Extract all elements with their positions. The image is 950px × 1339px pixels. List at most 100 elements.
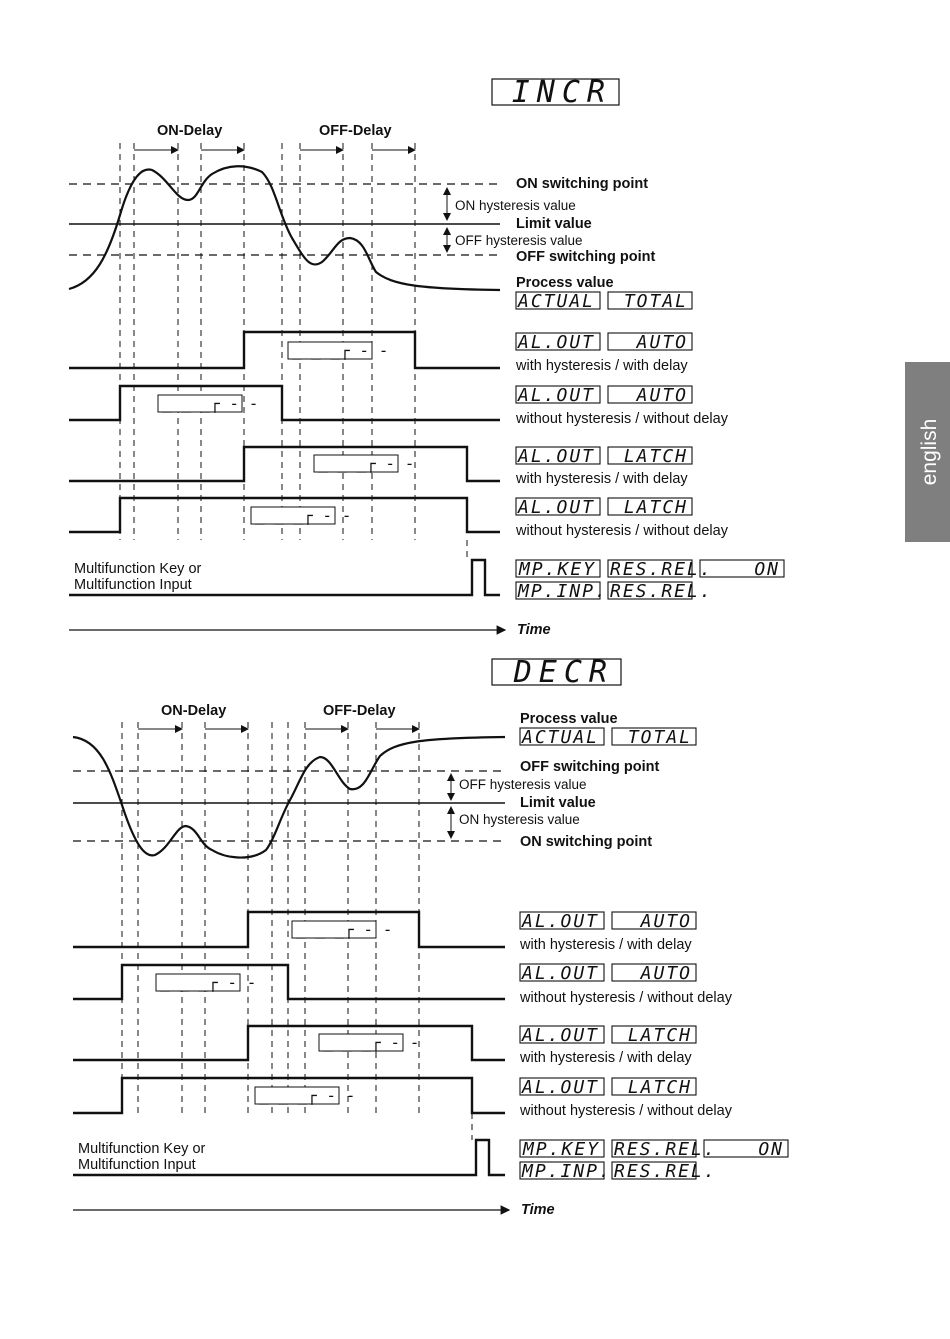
decr-signal-2 [73,963,505,1001]
incr-mf-signal [69,558,500,597]
svg-text:AL.OUT: AL.OUT [521,1077,599,1098]
decr-row-3-caption: with hysteresis / with delay [519,1050,692,1066]
svg-text:AL.OUT: AL.OUT [517,332,595,353]
incr-row-4-caption: without hysteresis / without delay [515,523,729,539]
decr-mode-text: DECR [513,655,614,690]
incr-on-switching-label: ON switching point [516,176,648,192]
incr-row-1-caption: with hysteresis / with delay [515,358,688,374]
incr-row-1-lcd-b: AUTO [607,332,693,353]
decr-mf-lcd-2: RES.REL. [611,1139,717,1160]
decr-delay-box-2: _ _ _┌ - - [155,973,256,992]
svg-text:AL.OUT: AL.OUT [517,497,595,518]
svg-text:ACTUAL: ACTUAL [517,291,595,312]
svg-text:LATCH: LATCH [628,1025,692,1046]
svg-text:AL.OUT: AL.OUT [517,446,595,467]
incr-off-delay-label: OFF-Delay [319,123,392,139]
decr-on-delay-label: ON-Delay [161,703,226,719]
svg-text:AUTO: AUTO [640,911,692,932]
incr-section: INCR ON-Delay OFF-Delay [68,75,785,638]
decr-limit-label: Limit value [520,795,596,811]
svg-text:RES.REL.: RES.REL. [610,559,713,580]
decr-off-delay-label: OFF-Delay [323,703,396,719]
svg-text:AL.OUT: AL.OUT [521,1025,599,1046]
decr-row-1-lcd-a: AL.OUT [519,911,605,932]
incr-time-label: Time [517,622,551,638]
decr-row-2-caption: without hysteresis / without delay [519,990,733,1006]
incr-mf-label-1: Multifunction Key or [74,561,202,577]
svg-text:AL.OUT: AL.OUT [521,963,599,984]
svg-text:_ _ _┌ - -: _ _ _┌ - - [292,341,388,360]
svg-text:AUTO: AUTO [636,332,688,353]
decr-signal-3 [73,1024,505,1062]
incr-mf-lcd-4: MP.INP. [515,581,606,602]
decr-pv-lcd-2: TOTAL [611,727,697,748]
decr-delay-box-1: _ _ _┌ - - [291,920,392,939]
incr-on-hyst-label: ON hysteresis value [455,198,576,213]
incr-on-delay-label: ON-Delay [157,123,222,139]
decr-signal-1 [73,910,505,949]
incr-signal-3 [69,445,500,483]
incr-pv-lcd-1: ACTUAL [515,291,601,312]
incr-delay-box-1: _ _ _┌ - - [287,341,388,360]
decr-delay-box-4: _ _ _┌ - - [254,1086,355,1105]
incr-pv-lcd-2: TOTAL [607,291,693,312]
incr-row-3-lcd-a: AL.OUT [515,446,601,467]
svg-text:MP.KEY: MP.KEY [518,559,596,580]
incr-mode-display: INCR [491,75,620,110]
svg-text:ON: ON [754,559,780,580]
decr-mf-label-1: Multifunction Key or [78,1141,206,1157]
decr-process-curve [72,735,506,859]
incr-mf-lcd-3: ON [699,559,785,580]
decr-mf-lcd-4: MP.INP. [519,1161,612,1182]
decr-guides [121,722,420,1113]
decr-time-label: Time [521,1202,555,1218]
incr-row-2-caption: without hysteresis / without delay [515,411,729,427]
incr-process-curve [68,165,501,292]
incr-row-2-lcd-b: AUTO [607,385,693,406]
svg-text:LATCH: LATCH [624,446,688,467]
decr-on-hyst-label: ON hysteresis value [459,812,580,827]
decr-row-4-lcd-a: AL.OUT [519,1077,605,1098]
decr-row-3-lcd-a: AL.OUT [519,1025,605,1046]
language-tab-label: english [918,419,941,486]
svg-text:AL.OUT: AL.OUT [521,911,599,932]
svg-text:LATCH: LATCH [628,1077,692,1098]
decr-off-switching-label: OFF switching point [520,759,660,775]
incr-delay-box-3: _ _ _┌ - - [313,454,414,473]
svg-text:AUTO: AUTO [640,963,692,984]
decr-process-value-label: Process value [520,711,618,727]
incr-mode-text: INCR [512,75,612,110]
incr-delay-box-4: _ _ _┌ - - [250,506,351,525]
decr-row-4-caption: without hysteresis / without delay [519,1103,733,1119]
decr-delay-box-3: _ _ _┌ - - [318,1033,419,1052]
svg-text:ACTUAL: ACTUAL [521,727,599,748]
svg-text:LATCH: LATCH [624,497,688,518]
incr-off-hyst-label: OFF hysteresis value [455,233,583,248]
incr-off-switching-label: OFF switching point [516,249,656,265]
svg-text:_ _ _┌ - -: _ _ _┌ - - [318,454,414,473]
decr-pv-lcd-1: ACTUAL [519,727,605,748]
decr-mf-label-2: Multifunction Input [78,1157,196,1173]
decr-mf-lcd-5: RES.REL. [611,1161,717,1182]
incr-row-3-caption: with hysteresis / with delay [515,471,688,487]
svg-text:AUTO: AUTO [636,385,688,406]
incr-row-4-lcd-b: LATCH [607,497,693,518]
svg-text:_ _ _┌ - -: _ _ _┌ - - [296,920,392,939]
incr-mf-lcd-2: RES.REL. [607,559,713,580]
language-tab[interactable]: english [905,362,950,542]
incr-delay-box-2: _ _ _┌ - - [157,394,258,413]
svg-text:RES.REL.: RES.REL. [614,1161,717,1182]
decr-row-2-lcd-a: AL.OUT [519,963,605,984]
decr-row-1-caption: with hysteresis / with delay [519,937,692,953]
decr-row-1-lcd-b: AUTO [611,911,697,932]
svg-text:TOTAL: TOTAL [624,291,688,312]
incr-row-1-lcd-a: AL.OUT [515,332,601,353]
svg-text:MP.INP.: MP.INP. [521,1161,612,1182]
incr-process-value-label: Process value [516,275,614,291]
decr-row-2-lcd-b: AUTO [611,963,697,984]
decr-section: DECR ON-Delay OFF-Delay Process val [72,655,789,1218]
svg-text:RES.REL.: RES.REL. [614,1139,717,1160]
svg-text:MP.KEY: MP.KEY [522,1139,600,1160]
svg-text:_ _ _┌ - -: _ _ _┌ - - [162,394,258,413]
decr-mf-lcd-1: MP.KEY [519,1139,605,1160]
